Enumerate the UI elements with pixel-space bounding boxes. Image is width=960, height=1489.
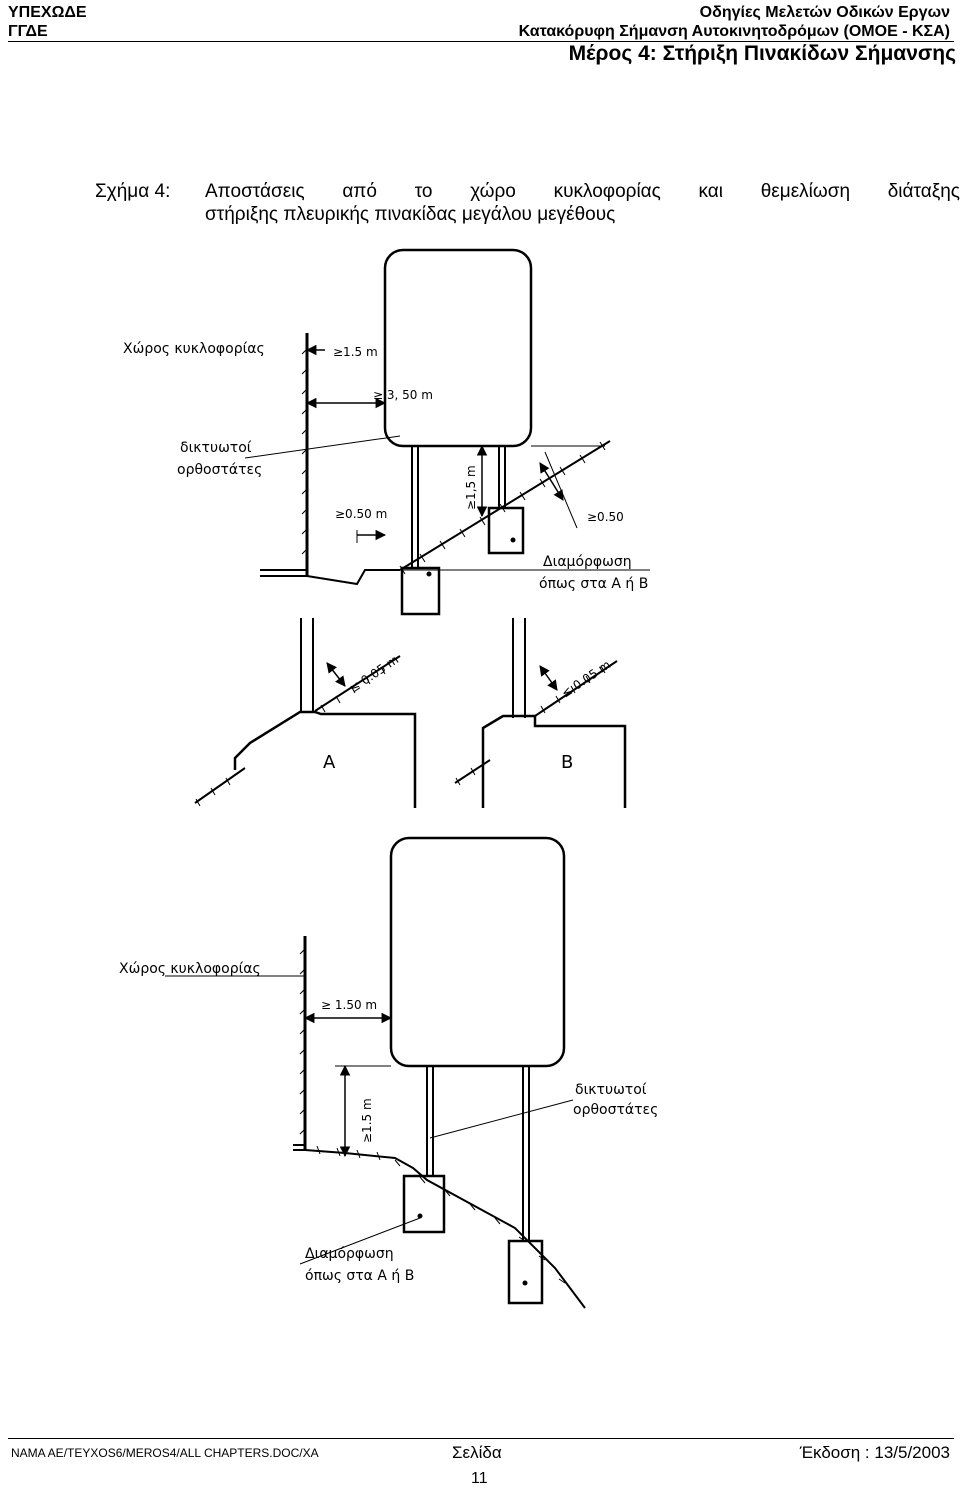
foundation-bottom-left bbox=[402, 1174, 446, 1234]
caption-line-2: στήριξης πλευρικής πινακίδας μεγάλου μεγ… bbox=[205, 204, 616, 225]
caption-word: και bbox=[698, 181, 724, 202]
label-config-top-1: Διαμόρφωση bbox=[543, 554, 632, 570]
label-dim-3-50: ≥ 3, 50 m bbox=[373, 388, 433, 402]
figure-label: Σχήμα 4: bbox=[95, 181, 171, 202]
label-traffic-space-top: Χώρος κυκλοφορίας bbox=[123, 341, 265, 357]
leader-posts-bottom bbox=[429, 1099, 574, 1139]
caption-word: χώρο bbox=[470, 181, 516, 202]
foundation-bottom-right-dot bbox=[522, 1280, 528, 1286]
header-left: ΥΠΕΧΩΔΕ ΓΓΔΕ bbox=[8, 3, 87, 41]
wall-hatching bbox=[301, 347, 309, 555]
caption-line-1: Αποστάσεις από το χώρο κυκλοφορίας και θεμελίω… bbox=[205, 180, 960, 203]
document-title: Κατακόρυφη Σήμανση Αυτοκινητοδρόμων (ΟΜΟ… bbox=[518, 23, 950, 40]
foundation-right-dot bbox=[510, 537, 516, 543]
bottom-diagram bbox=[165, 836, 586, 1309]
footer-edition: Έκδοση : 13/5/2003 bbox=[799, 1443, 950, 1462]
top-diagram bbox=[244, 248, 650, 616]
footer-page-number: 11 bbox=[471, 1470, 488, 1487]
caption-word: θεμελίωση bbox=[760, 181, 851, 202]
header-rule bbox=[8, 41, 954, 42]
label-config-top-2: όπως στα Α ή Β bbox=[539, 576, 648, 592]
detail-a-slope bbox=[194, 655, 401, 804]
label-dim-1-50: ≥ 1.50 m bbox=[321, 998, 377, 1012]
label-config-bottom-1: Διαμόρφωση bbox=[305, 1246, 394, 1262]
foundation-bottom-right bbox=[507, 1239, 544, 1305]
ditch-profile bbox=[306, 569, 400, 586]
foundation-left-dot bbox=[426, 571, 432, 577]
detail-b-dim-arrow bbox=[539, 665, 558, 691]
detail-a-dim-arrow bbox=[326, 662, 346, 687]
dim-050b-arrow bbox=[539, 462, 564, 501]
directorate-name: ΓΓΔΕ bbox=[8, 23, 48, 40]
figure-caption: Σχήμα 4: Αποστάσεις από το χώρο κυκλοφορίας κ… bbox=[95, 180, 960, 226]
footer-file-path: NAMA AE/TEYXOS6/MEROS4/ALL CHAPTERS.DOC/… bbox=[11, 1446, 319, 1460]
detail-b-hatching bbox=[455, 665, 606, 786]
caption-word: κυκλοφορίας bbox=[553, 181, 661, 202]
leader-posts-top bbox=[244, 435, 401, 459]
label-dim-1-5-vertical-bottom: ≥1.5 m bbox=[360, 1098, 374, 1143]
label-dim-1-5-vertical: ≥1,5 m bbox=[464, 465, 478, 510]
slope-profile-bottom bbox=[304, 1149, 586, 1309]
label-posts-bottom-1: δικτυωτοί bbox=[575, 1082, 647, 1098]
label-posts-top-2: ορθοστάτες bbox=[177, 462, 262, 478]
sign-support-diagram: Χώρος κυκλοφορίας ≥1.5 m ≥ 3, 50 m δικτυ… bbox=[95, 238, 677, 1314]
part-title: Μέρος 4: Στήριξη Πινακίδων Σήμανσης bbox=[568, 42, 956, 65]
caption-word: από bbox=[342, 181, 377, 202]
foundation-right bbox=[487, 506, 525, 555]
caption-word: Αποστάσεις bbox=[205, 181, 305, 202]
ministry-name: ΥΠΕΧΩΔΕ bbox=[8, 4, 87, 21]
header-right: Οδηγίες Μελετών Οδικών Εργων Κατακόρυφη … bbox=[519, 3, 950, 41]
label-dim-1-5: ≥1.5 m bbox=[333, 345, 378, 359]
foundation-bottom-left-dot bbox=[417, 1213, 423, 1219]
label-posts-top-1: δικτυωτοί bbox=[180, 440, 252, 456]
label-detail-b: B bbox=[561, 752, 573, 773]
label-detail-a: A bbox=[323, 752, 336, 773]
detail-a-foundation bbox=[233, 710, 417, 808]
label-posts-bottom-2: ορθοστάτες bbox=[573, 1102, 658, 1118]
caption-word: διάταξης bbox=[887, 181, 960, 202]
wall-hatching-bottom bbox=[299, 947, 307, 1135]
label-dim-050a: ≥0.50 m bbox=[335, 507, 387, 521]
leader-config-bottom bbox=[299, 1217, 421, 1265]
label-config-bottom-2: όπως στα Α ή Β bbox=[305, 1268, 414, 1284]
label-dim-050b: ≥0.50 bbox=[587, 510, 624, 524]
footer-rule bbox=[8, 1438, 954, 1439]
sign-panel-top bbox=[383, 248, 533, 448]
foundation-left bbox=[400, 566, 441, 616]
document-series: Οδηγίες Μελετών Οδικών Εργων bbox=[699, 4, 950, 21]
footer-page-label: Σελίδα bbox=[452, 1443, 502, 1462]
detail-a-hatching bbox=[195, 666, 386, 807]
sign-panel-bottom bbox=[389, 836, 566, 1068]
label-traffic-space-bottom: Χώρος κυκλοφορίας bbox=[119, 961, 261, 977]
detail-b bbox=[454, 618, 627, 808]
caption-word: το bbox=[414, 181, 433, 202]
detail-a bbox=[194, 618, 417, 808]
